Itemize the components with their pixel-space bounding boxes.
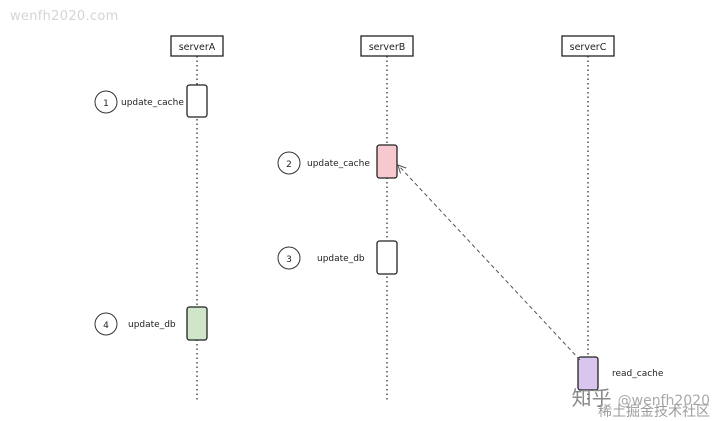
step-number: 3	[286, 255, 292, 265]
server-label-a: serverA	[179, 42, 216, 53]
server-label-c: serverC	[570, 42, 607, 53]
watermark-bottom: 知乎 @wenfh2020 稀土掘金技术社区	[571, 382, 710, 420]
step-label: update_db	[317, 254, 365, 264]
step-number-circle	[277, 246, 301, 270]
step-label: update_db	[128, 320, 176, 330]
watermark-top: wenfh2020.com	[10, 9, 119, 24]
step-number-circle	[94, 312, 118, 336]
activation-box	[577, 356, 599, 391]
step-3: 3 update_db	[277, 240, 398, 275]
step-1: 1 update_cache	[94, 84, 208, 118]
server-header-a: serverA	[170, 35, 224, 57]
activation-box	[376, 144, 398, 179]
activation-box	[186, 84, 208, 118]
step-label: update_cache	[307, 159, 370, 169]
step-number-circle	[277, 151, 301, 175]
watermark-sub: 稀土掘金技术社区	[598, 404, 710, 420]
step-label: read_cache	[612, 369, 664, 379]
watermark-handle: @wenfh2020	[617, 393, 710, 409]
step-4: 4 update_db	[94, 306, 208, 341]
activation-box	[186, 306, 208, 341]
step-number: 4	[103, 321, 109, 331]
dashed-arrow	[398, 165, 581, 361]
activation-box	[376, 240, 398, 275]
server-header-c: serverC	[561, 35, 615, 57]
read-step: read_cache	[577, 356, 664, 391]
step-number: 2	[286, 160, 292, 170]
server-header-b: serverB	[360, 35, 414, 57]
step-label: update_cache	[121, 98, 184, 108]
step-number-circle	[94, 90, 118, 114]
watermark-brand: 知乎	[571, 386, 612, 410]
server-label-b: serverB	[369, 42, 406, 53]
step-number: 1	[103, 99, 109, 109]
step-2: 2 update_cache	[277, 144, 398, 179]
